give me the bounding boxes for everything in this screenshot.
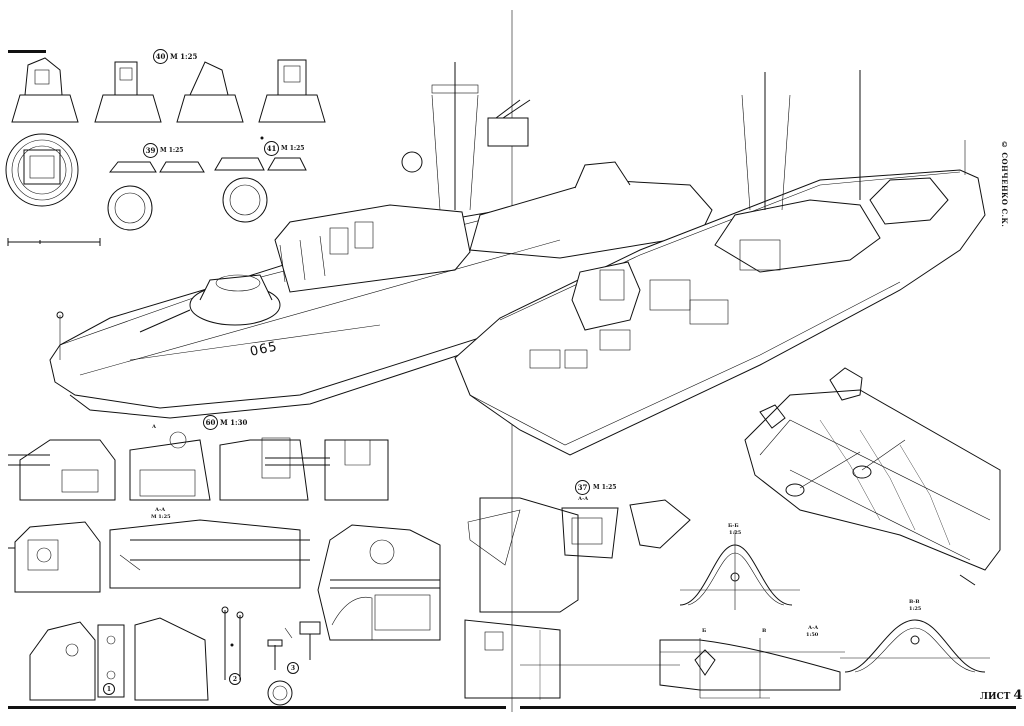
section-mark-b: Б <box>702 628 707 634</box>
detail-37-scale: М 1:25 <box>593 484 617 491</box>
detail-40-callout: 40 <box>153 49 168 64</box>
detail-37-callout: 37 <box>575 480 590 495</box>
boat-top-view <box>454 70 986 456</box>
stern-underside-perspective <box>744 367 1001 586</box>
section-a-a-lower: А-А <box>808 625 819 631</box>
section-a-a-lower-scale: 1:50 <box>806 632 819 638</box>
detail-60-scale: М 1:30 <box>220 418 248 427</box>
detail-40-scale: М 1:25 <box>170 52 198 61</box>
detail-41-callout: 41 <box>264 141 279 156</box>
section-b-b-scale: 1:25 <box>729 530 742 536</box>
detail-40-turret-views <box>11 57 326 123</box>
detail-39-41-parts <box>107 136 307 231</box>
hull-longitudinal-section <box>659 638 845 699</box>
section-mark-v: В <box>762 628 767 634</box>
detail-39-callout: 39 <box>143 143 158 158</box>
section-mark-a-top: А <box>152 424 157 430</box>
detail-37-stern-sections <box>464 497 691 700</box>
section-v-v-scale: 1:25 <box>909 606 922 612</box>
bottom-bar-left <box>8 706 506 709</box>
boat-side-view <box>49 62 716 419</box>
top-left-bar <box>8 50 46 53</box>
gun-mount-plan-and-section <box>8 519 441 641</box>
bottom-bar-right <box>520 706 1016 709</box>
detail-60-gun-views <box>8 431 389 501</box>
sheet-label: ЛИСТ <box>980 692 1011 702</box>
callout-3: 3 <box>287 662 299 674</box>
detail-39-scale: М 1:25 <box>160 147 184 154</box>
section-a-a-gun: А-А <box>155 507 166 513</box>
small-parts-row <box>29 606 321 706</box>
section-a-a-gun-scale: М 1:25 <box>151 514 171 520</box>
section-v-v: В-В <box>909 599 920 605</box>
detail-41-scale: М 1:25 <box>281 145 305 152</box>
copyright: © СОНЧЕНКО С.К. <box>1000 140 1009 228</box>
sheet-number: 4 <box>1013 688 1023 703</box>
callout-1: 1 <box>103 683 115 695</box>
detail-60-callout: 60 <box>203 415 218 430</box>
section-a-a-37: А-А <box>578 496 589 502</box>
frame-section-curves <box>679 530 990 673</box>
callout-2: 2 <box>229 673 241 685</box>
turret-plan-view <box>5 133 79 207</box>
section-b-b: Б-Б <box>728 523 739 529</box>
